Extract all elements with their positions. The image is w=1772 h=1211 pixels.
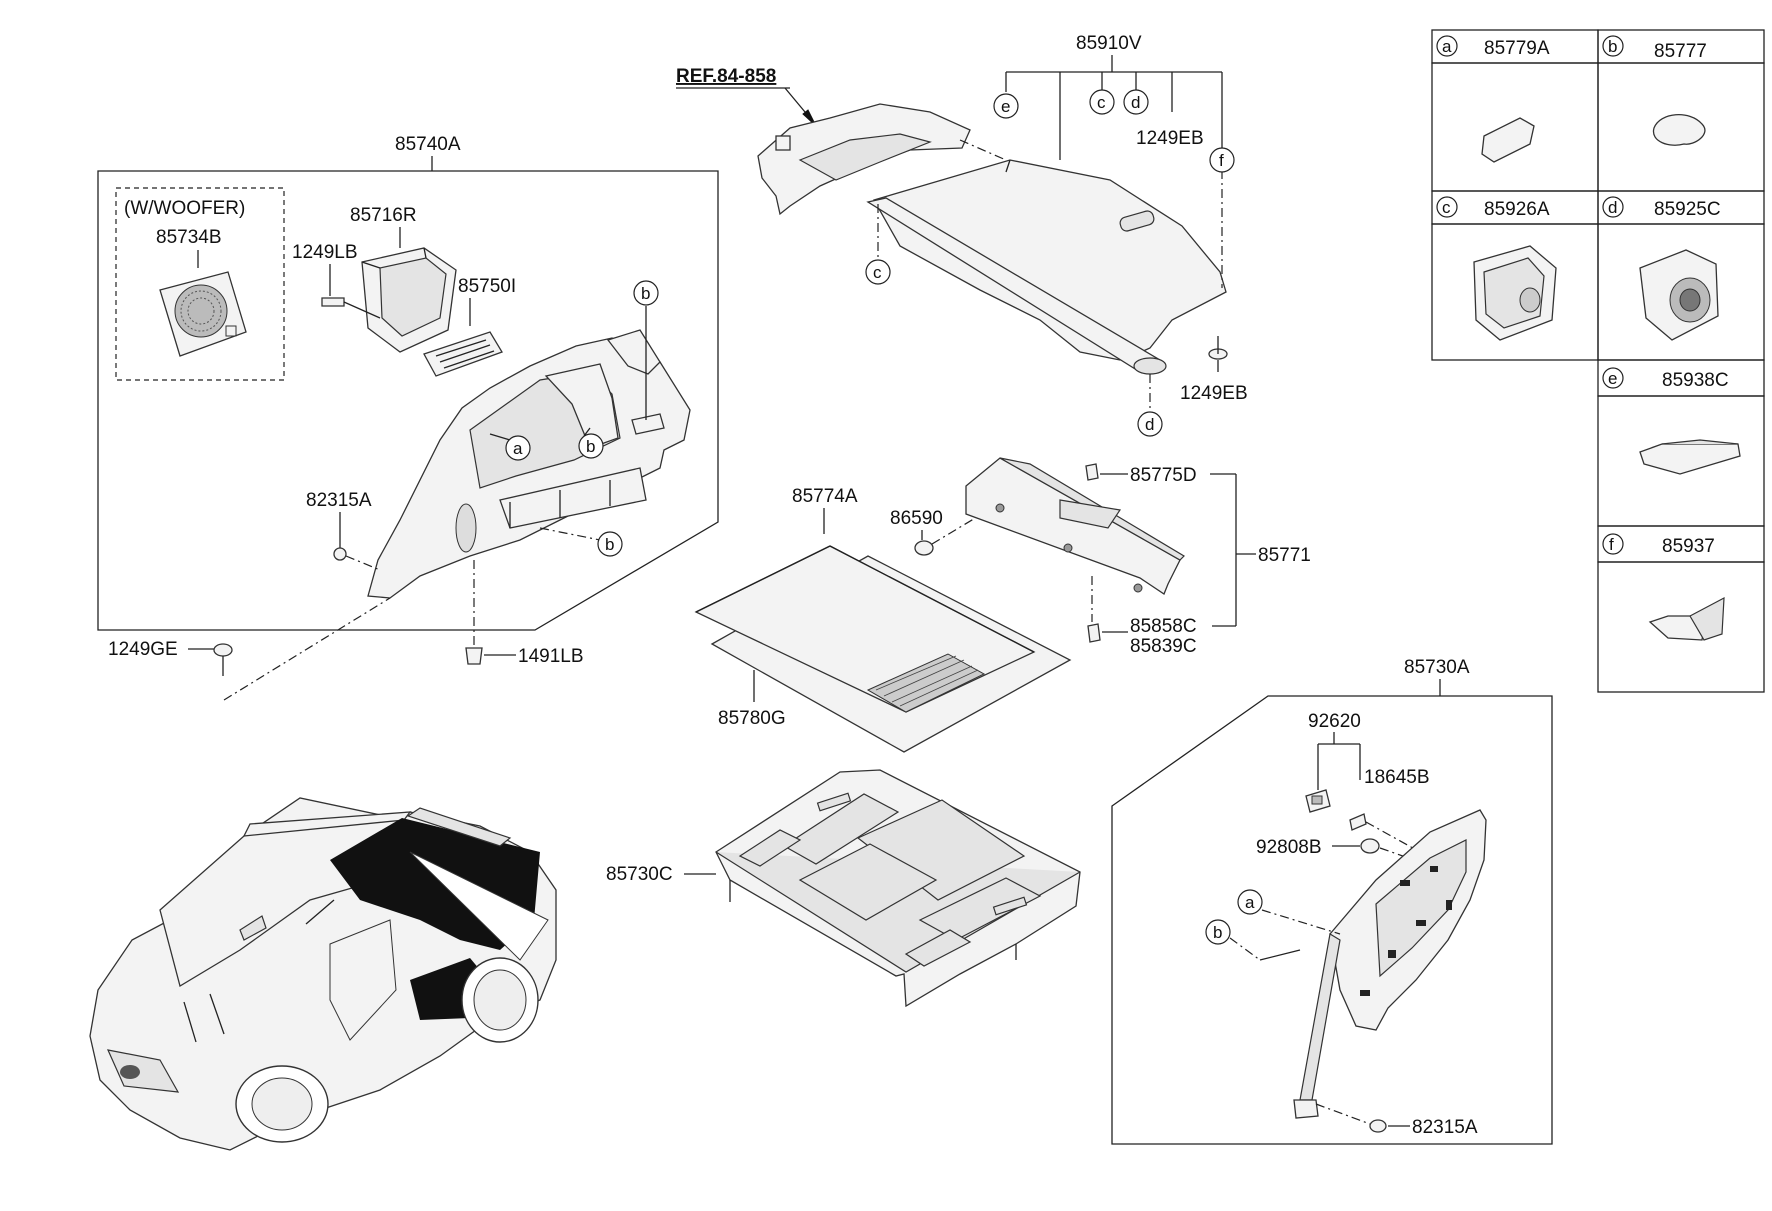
vehicle-illustration — [89, 797, 557, 1151]
callout-a-right: a — [1237, 889, 1263, 915]
callout-b-right: b — [1205, 919, 1231, 945]
label-1249EB-top: 1249EB — [1136, 128, 1204, 149]
svg-text:d: d — [1145, 415, 1154, 434]
svg-text:c: c — [1097, 93, 1106, 112]
svg-text:e: e — [1001, 97, 1010, 116]
screw-1249GE — [213, 643, 233, 676]
legend-part-85779A: 85779A — [1484, 38, 1550, 59]
svg-text:f: f — [1609, 535, 1614, 554]
callout-e-top: e — [993, 93, 1019, 119]
woofer-grille-part — [159, 271, 247, 357]
label-85775D: 85775D — [1130, 465, 1197, 486]
callout-b-left3: b — [597, 531, 623, 557]
tailgate-trim-85730A-part — [1293, 809, 1487, 1119]
svg-text:c: c — [873, 263, 882, 282]
callout-b-left2: b — [633, 280, 659, 306]
vent-85750I-part — [423, 331, 503, 377]
callout-a-left: a — [505, 435, 531, 461]
svg-text:b: b — [605, 535, 614, 554]
clip-92808B-part — [1360, 838, 1421, 863]
label-86590: 86590 — [890, 508, 943, 529]
legend-cell-a: a 85779A — [1436, 35, 1550, 163]
callout-f-top: f — [1209, 147, 1235, 173]
label-85740A: 85740A — [395, 134, 461, 155]
callout-d-mid: d — [1137, 411, 1163, 437]
svg-text:d: d — [1608, 198, 1617, 217]
clip-82315A-right — [1369, 1119, 1387, 1133]
label-85750I: 85750I — [458, 276, 516, 297]
legend-part-85926A: 85926A — [1484, 199, 1550, 220]
cargo-net-85774A-part — [694, 545, 1036, 713]
legend-part-85925C: 85925C — [1654, 199, 1721, 220]
legend-cell-e: e 85938C — [1602, 367, 1741, 475]
legend-table — [1431, 29, 1765, 693]
label-85774A: 85774A — [792, 486, 858, 507]
storage-tray-85730C-part — [715, 769, 1081, 1008]
svg-text:c: c — [1442, 198, 1451, 217]
label-85839C: 85839C — [1130, 636, 1197, 657]
label-92808B: 92808B — [1256, 837, 1322, 858]
svg-text:a: a — [513, 439, 523, 458]
label-85716R: 85716R — [350, 205, 417, 226]
label-82315A-left: 82315A — [306, 490, 372, 511]
label-1249GE: 1249GE — [108, 639, 178, 660]
label-woofer: (W/WOOFER) — [124, 198, 245, 219]
clip-85775D — [1085, 463, 1099, 481]
cargo-cover-85910V-part — [866, 159, 1227, 375]
svg-text:b: b — [641, 284, 650, 303]
legend-cell-d: d 85925C — [1602, 196, 1721, 341]
group-box-85730A — [1111, 695, 1553, 1145]
legend-part-85938C: 85938C — [1662, 370, 1729, 391]
label-85734B: 85734B — [156, 227, 222, 248]
legend-part-85777: 85777 — [1654, 41, 1707, 62]
label-85910V: 85910V — [1076, 33, 1142, 54]
callout-c-top: c — [1089, 89, 1115, 115]
bracket-85716R-part — [361, 247, 457, 353]
label-85730A: 85730A — [1404, 657, 1470, 678]
legend-cell-c: c 85926A — [1436, 196, 1557, 341]
clip-85858C — [1087, 623, 1101, 643]
svg-text:b: b — [1608, 37, 1617, 56]
legend-cell-b: b 85777 — [1602, 35, 1707, 146]
label-92620: 92620 — [1308, 711, 1361, 732]
clip-1491LB — [465, 647, 483, 665]
label-85780G: 85780G — [718, 708, 786, 729]
clip-82315A-left — [333, 547, 381, 571]
label-ref-84-858: REF.84-858 — [676, 66, 776, 87]
callout-b-left1: b — [578, 433, 604, 459]
svg-text:e: e — [1608, 369, 1617, 388]
sill-plate-85771-part — [965, 457, 1185, 595]
callout-c-mid: c — [865, 259, 891, 285]
bulb-18645B-part — [1349, 813, 1367, 831]
svg-text:d: d — [1131, 93, 1140, 112]
group-box-85740A — [97, 170, 719, 631]
clip-86590 — [914, 513, 983, 556]
label-85730C: 85730C — [606, 864, 673, 885]
screw-1249EB — [1208, 336, 1228, 360]
label-85858C: 85858C — [1130, 616, 1197, 637]
label-82315A-right: 82315A — [1412, 1117, 1478, 1138]
rear-panel-ref-part — [757, 103, 971, 216]
label-18645B: 18645B — [1364, 767, 1430, 788]
screw-1249LB — [321, 297, 381, 319]
svg-text:b: b — [1213, 923, 1222, 942]
label-1249LB: 1249LB — [292, 242, 358, 263]
svg-text:f: f — [1219, 151, 1224, 170]
lamp-92620-part — [1305, 789, 1331, 813]
legend-part-85937: 85937 — [1662, 536, 1715, 557]
callout-d-top: d — [1123, 89, 1149, 115]
svg-text:a: a — [1245, 893, 1255, 912]
legend-cell-f: f 85937 — [1602, 533, 1725, 641]
svg-text:b: b — [586, 437, 595, 456]
label-1491LB: 1491LB — [518, 646, 584, 667]
label-85771: 85771 — [1258, 545, 1311, 566]
label-1249EB-bottom: 1249EB — [1180, 383, 1248, 404]
woofer-option-box — [115, 187, 285, 381]
svg-text:a: a — [1442, 37, 1452, 56]
quarter-trim-85740A-part — [367, 329, 691, 599]
